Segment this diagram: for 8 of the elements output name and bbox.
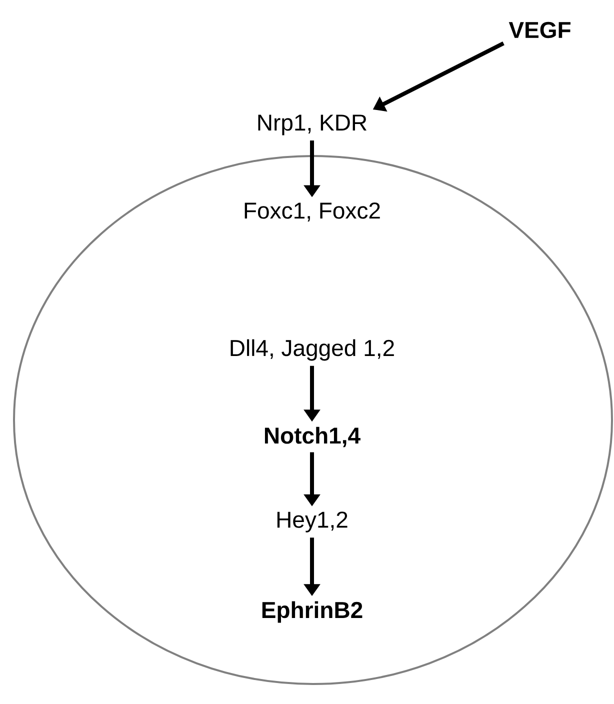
gene-label: VEGF [508, 22, 570, 38]
gene-label: Dll4, Jagged 1,2 [230, 339, 394, 361]
gene-label: Notch1,4 [264, 426, 360, 448]
cell-outline [13, 155, 613, 685]
gene-label: Nrp1, KDR [258, 114, 366, 136]
gene-label: EphrinB2 [262, 601, 362, 623]
gene-label: Foxc1, Foxc2 [244, 202, 380, 222]
gene-label: Hey1,2 [277, 512, 348, 532]
